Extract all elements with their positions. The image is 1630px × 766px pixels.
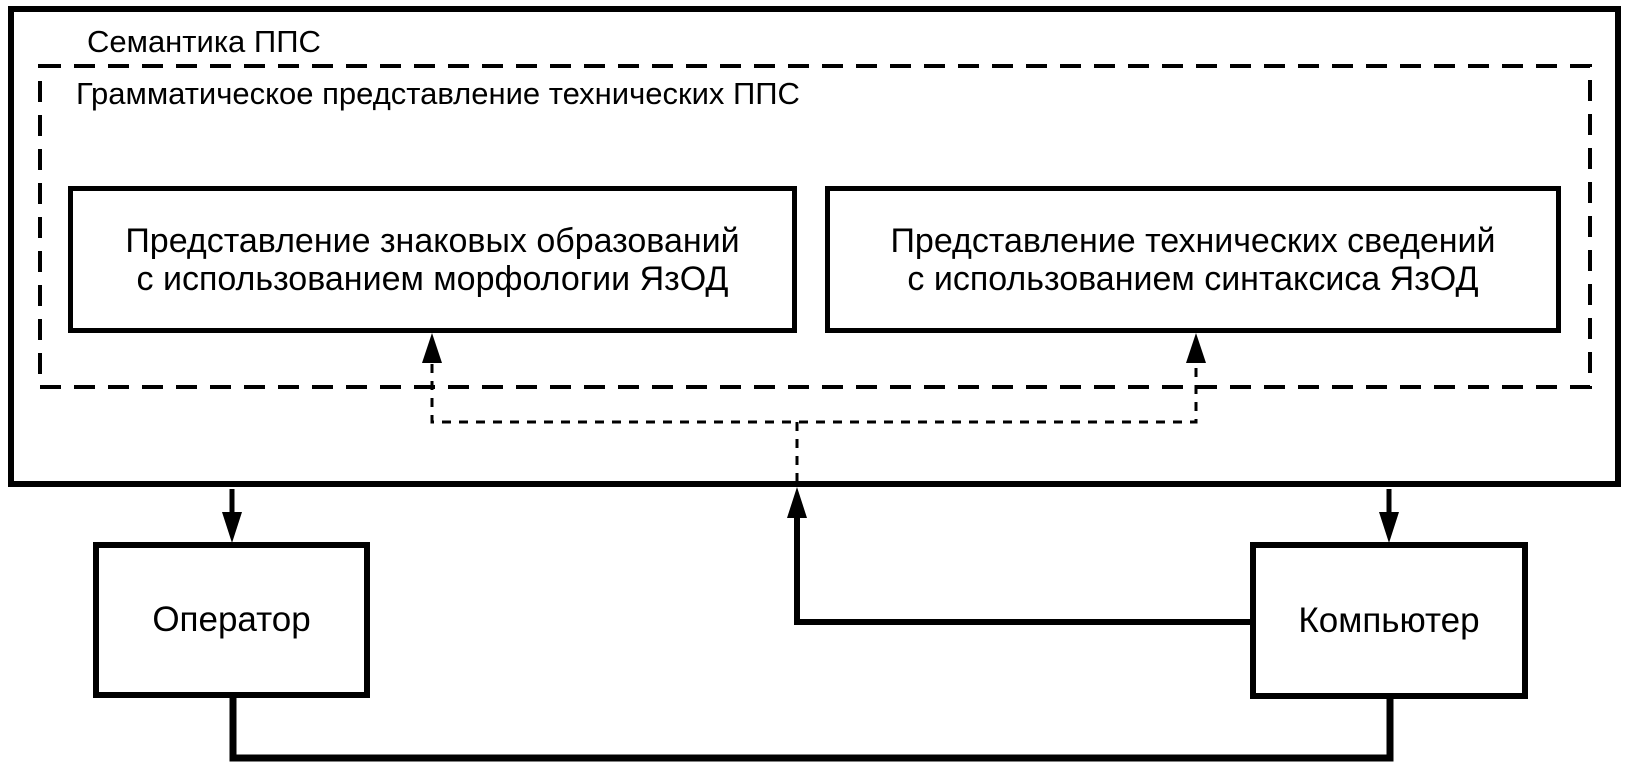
computer-box: Компьютер [1250,542,1528,699]
arrowhead-up-syntax-icon [1186,333,1206,363]
morphology-box: Представление знаковых образований с исп… [68,186,797,333]
grammar-group-dashed-border [38,64,1592,389]
syntax-box: Представление технических сведений с исп… [825,186,1561,333]
operator-box: Оператор [93,542,370,698]
arrowhead-down-operator-icon [222,512,242,543]
morphology-box-label: Представление знаковых образований с исп… [125,221,740,298]
arrowhead-down-computer-icon [1379,512,1399,543]
semantics-group-label: Семантика ППС [87,24,321,59]
computer-box-label: Компьютер [1298,600,1480,640]
grammar-group-label: Грамматическое представление технических… [76,76,800,111]
arrowhead-up-morphology-icon [422,333,442,363]
computer-feedback-line [794,498,1252,625]
syntax-box-label: Представление технических сведений с исп… [890,221,1496,298]
semantics-group-box [8,6,1621,487]
dashed-feedback-connector [430,347,1198,424]
arrowhead-up-center-icon [787,487,807,518]
operator-box-label: Оператор [152,600,311,639]
operator-computer-link-line [229,695,1394,762]
